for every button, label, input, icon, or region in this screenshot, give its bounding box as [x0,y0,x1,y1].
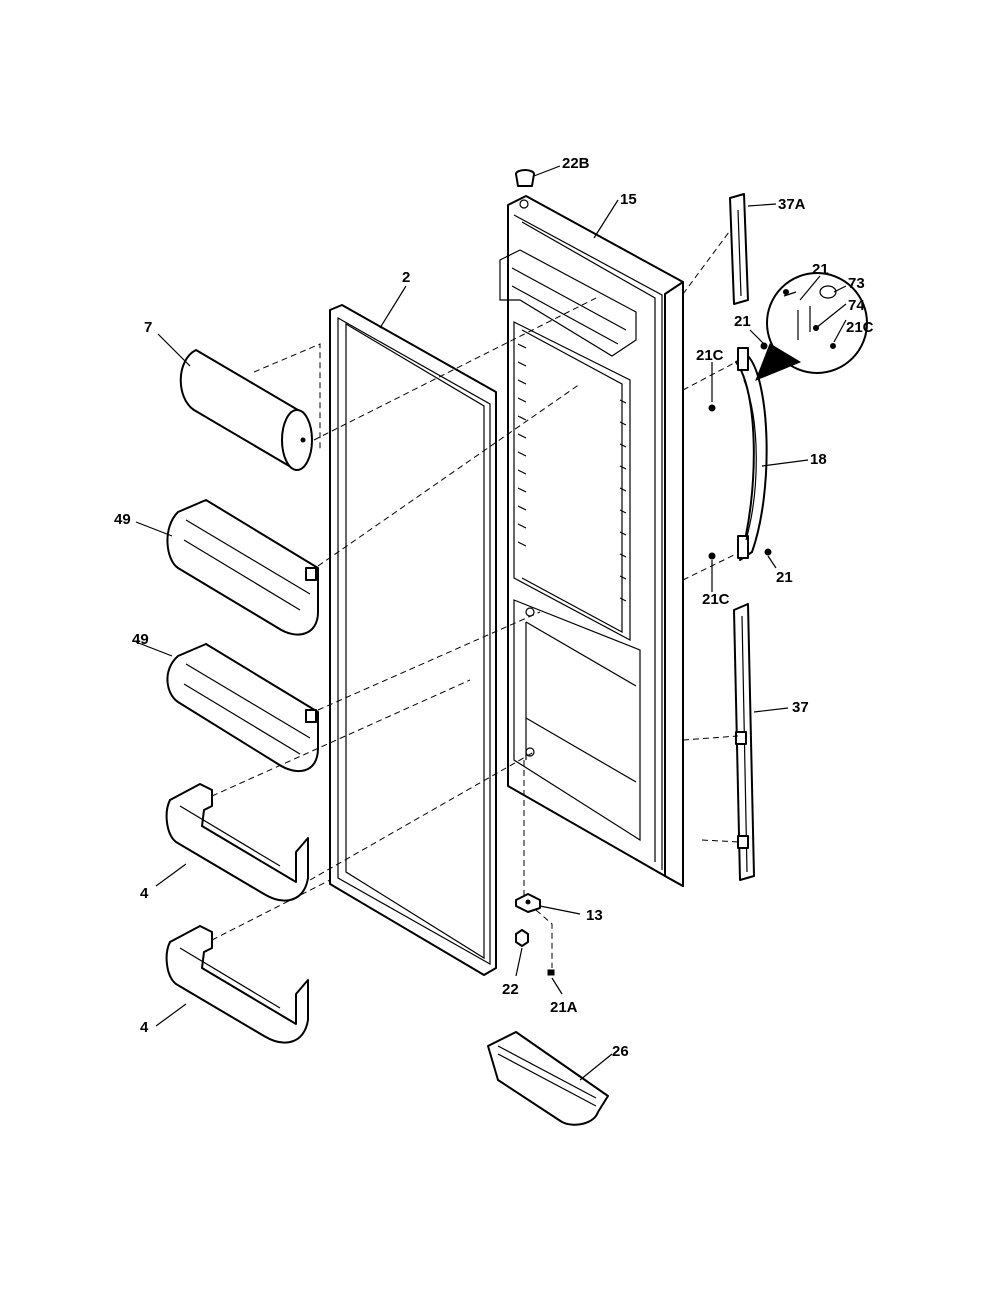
label-21a: 21A [550,999,578,1016]
door-gasket [329,304,497,976]
handle-18 [735,347,768,561]
liner-ticks [517,343,627,602]
label-18: 18 [810,451,827,468]
label-21c-detail: 21C [846,319,874,336]
label-26: 26 [612,1043,629,1060]
label-21-mid: 21 [734,313,751,330]
bin-49-lower [166,643,319,772]
trim-37 [733,603,755,881]
label-37: 37 [792,699,809,716]
label-73: 73 [848,275,865,292]
assembly-lines [211,227,741,968]
detail-callout [755,272,868,381]
label-7: 7 [144,319,152,336]
label-21-lower: 21 [776,569,793,586]
label-2: 2 [402,269,410,286]
label-49-lower: 49 [132,631,149,648]
hinge-13 [515,893,541,913]
label-74: 74 [848,297,865,314]
trim-37a [729,193,749,305]
shelf-4-upper [165,783,309,902]
label-49-upper: 49 [114,511,131,528]
bin-49-upper [166,499,319,636]
cylinder-7 [179,349,313,471]
door-assembly [499,195,684,887]
leader-lines [135,165,847,1081]
label-15: 15 [620,191,637,208]
pan-26 [487,1031,609,1126]
label-22b: 22B [562,155,590,172]
plug-22b [515,169,535,187]
label-21c-lower: 21C [702,591,730,608]
label-37a: 37A [778,196,806,213]
screw-21a [547,969,555,976]
label-21-top: 21 [812,261,829,278]
label-22: 22 [502,981,519,998]
callout-labels: 22B 15 37A 2 7 21 73 74 21C 21 21C 18 49… [114,155,874,1060]
shelf-4-lower [165,925,309,1044]
screws [708,342,772,560]
label-4-lower: 4 [140,1019,149,1036]
label-4-upper: 4 [140,885,149,902]
label-21c-upper: 21C [696,347,724,364]
plug-22 [515,929,529,947]
label-13: 13 [586,907,603,924]
